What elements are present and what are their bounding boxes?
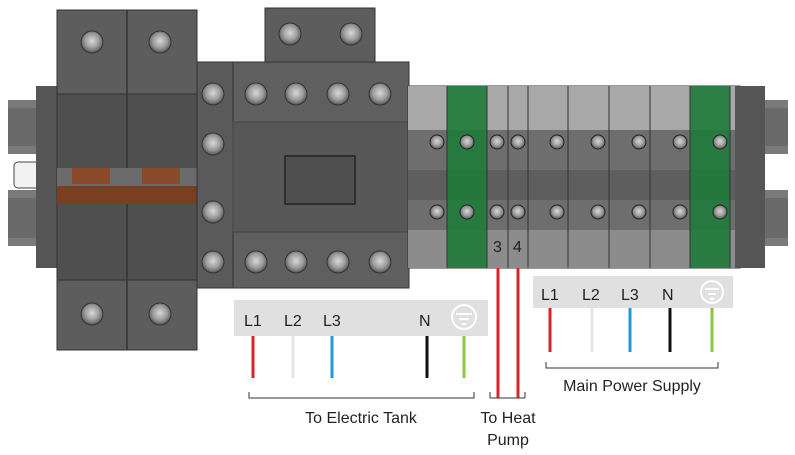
green-terminal xyxy=(690,86,730,268)
screw-icon xyxy=(278,22,302,46)
screw-icon xyxy=(712,204,728,220)
heat-pump-caption-line2: Pump xyxy=(487,432,529,449)
screw-icon xyxy=(80,30,104,54)
screw-icon xyxy=(244,250,268,274)
screw-icon xyxy=(148,30,172,54)
screw-icon xyxy=(590,204,606,220)
screw-icon xyxy=(244,82,268,106)
screw-icon xyxy=(326,82,350,106)
circuit-breaker xyxy=(36,9,198,351)
green-terminal xyxy=(447,86,487,268)
screw-icon xyxy=(510,204,526,220)
screw-icon xyxy=(326,250,350,274)
tank-label-n: N xyxy=(419,313,431,330)
screw-icon xyxy=(201,250,225,274)
screw-icon xyxy=(549,134,565,150)
screw-icon xyxy=(368,82,392,106)
tank-label-l2: L2 xyxy=(284,313,302,330)
screw-icon xyxy=(672,134,688,150)
tank-caption: To Electric Tank xyxy=(305,410,418,427)
screw-icon xyxy=(429,204,445,220)
screw-icon xyxy=(201,82,225,106)
contactor xyxy=(196,7,410,289)
main-label-n: N xyxy=(662,287,674,304)
main-label-l2: L2 xyxy=(582,287,600,304)
screw-icon xyxy=(712,134,728,150)
heat-pump-wires xyxy=(489,268,526,399)
ground-icon xyxy=(451,304,477,330)
terminal-blocks: 3 4 xyxy=(407,85,765,269)
electric-tank-legend: L1 L2 L3 N To Electric Tank xyxy=(234,300,488,427)
screw-icon xyxy=(459,204,475,220)
screw-icon xyxy=(368,250,392,274)
terminal-number-4: 4 xyxy=(513,239,522,256)
screw-icon xyxy=(284,82,308,106)
screw-icon xyxy=(672,204,688,220)
ground-icon xyxy=(700,280,724,304)
screw-icon xyxy=(631,204,647,220)
tank-label-l3: L3 xyxy=(323,313,341,330)
screw-icon xyxy=(510,134,526,150)
screw-icon xyxy=(80,302,104,326)
screw-icon xyxy=(631,134,647,150)
main-label-l3: L3 xyxy=(621,287,639,304)
screw-icon xyxy=(549,204,565,220)
screw-icon xyxy=(339,22,363,46)
screw-icon xyxy=(429,134,445,150)
screw-icon xyxy=(590,134,606,150)
screw-icon xyxy=(489,204,505,220)
screw-icon xyxy=(284,250,308,274)
heat-pump-caption-line1: To Heat xyxy=(480,410,536,427)
terminal-number-3: 3 xyxy=(493,239,502,256)
screw-icon xyxy=(148,302,172,326)
main-supply-caption: Main Power Supply xyxy=(563,378,701,395)
tank-label-l1: L1 xyxy=(244,313,262,330)
screw-icon xyxy=(201,132,225,156)
screw-icon xyxy=(201,200,225,224)
main-supply-legend: L1 L2 L3 N Main Power Supply xyxy=(533,276,733,395)
screw-icon xyxy=(459,134,475,150)
main-label-l1: L1 xyxy=(541,287,559,304)
screw-icon xyxy=(489,134,505,150)
